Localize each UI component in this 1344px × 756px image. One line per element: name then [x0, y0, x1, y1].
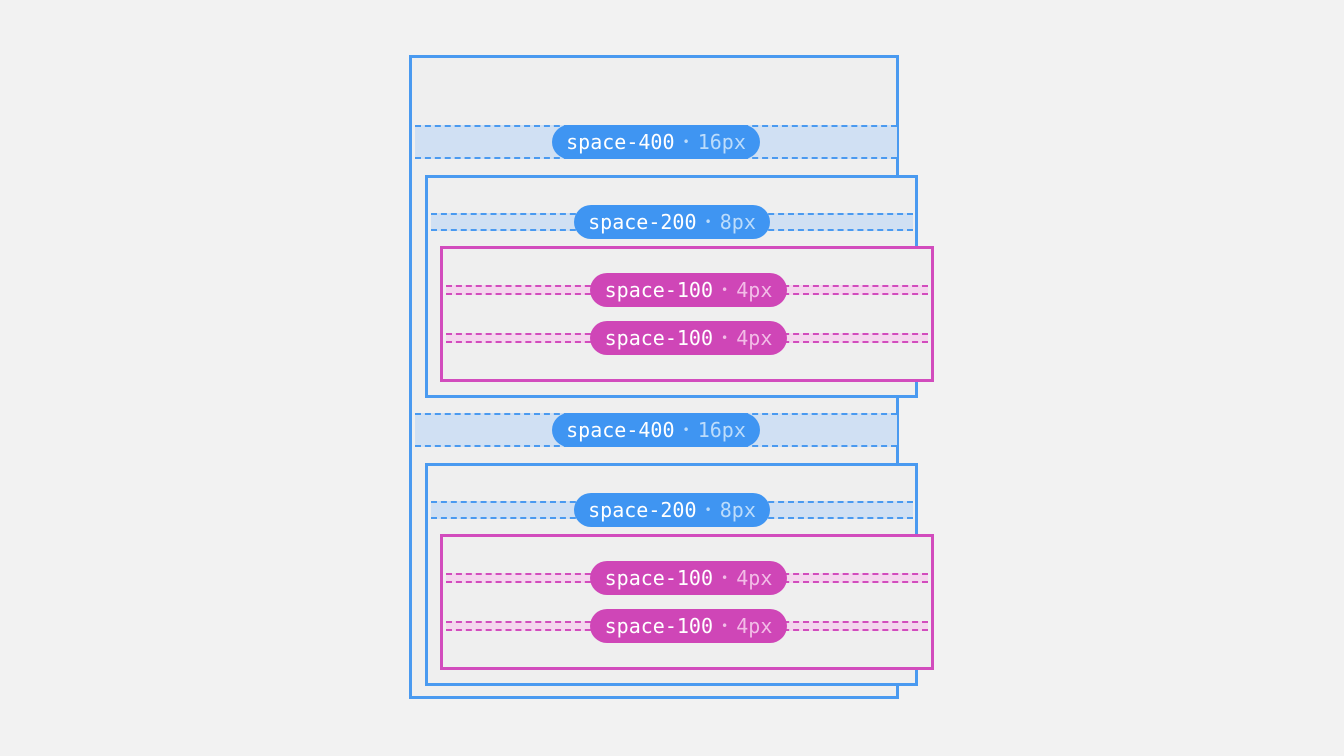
token-name: space-200 — [588, 210, 697, 234]
token-name: space-100 — [604, 278, 713, 302]
token-value: 4px — [736, 614, 773, 638]
token-value: 4px — [736, 278, 773, 302]
token-name: space-200 — [588, 498, 697, 522]
spacing-pill-100-1b: space-100 • 4px — [590, 321, 787, 355]
token-value: 8px — [719, 210, 756, 234]
separator: • — [721, 619, 729, 633]
token-name: space-100 — [604, 614, 713, 638]
spacing-pill-100-1a: space-100 • 4px — [590, 273, 787, 307]
spacing-pill-200-2: space-200 • 8px — [574, 493, 770, 527]
spacing-pill-400-middle: space-400 • 16px — [552, 413, 760, 447]
separator: • — [721, 331, 729, 345]
separator: • — [704, 503, 712, 517]
token-value: 8px — [719, 498, 756, 522]
token-name: space-100 — [604, 326, 713, 350]
spacing-pill-100-2a: space-100 • 4px — [590, 561, 787, 595]
separator: • — [721, 571, 729, 585]
token-name: space-400 — [566, 418, 675, 442]
separator: • — [721, 283, 729, 297]
separator: • — [704, 215, 712, 229]
pink-container-1 — [440, 246, 934, 382]
token-value: 4px — [736, 566, 773, 590]
spacing-pill-200-1: space-200 • 8px — [574, 205, 770, 239]
spacing-pill-100-2b: space-100 • 4px — [590, 609, 787, 643]
spacing-pill-400-top: space-400 • 16px — [552, 125, 760, 159]
separator: • — [682, 423, 690, 437]
token-value: 4px — [736, 326, 773, 350]
pink-container-2 — [440, 534, 934, 670]
separator: • — [682, 135, 690, 149]
token-name: space-100 — [604, 566, 713, 590]
token-value: 16px — [697, 418, 746, 442]
token-value: 16px — [697, 130, 746, 154]
token-name: space-400 — [566, 130, 675, 154]
